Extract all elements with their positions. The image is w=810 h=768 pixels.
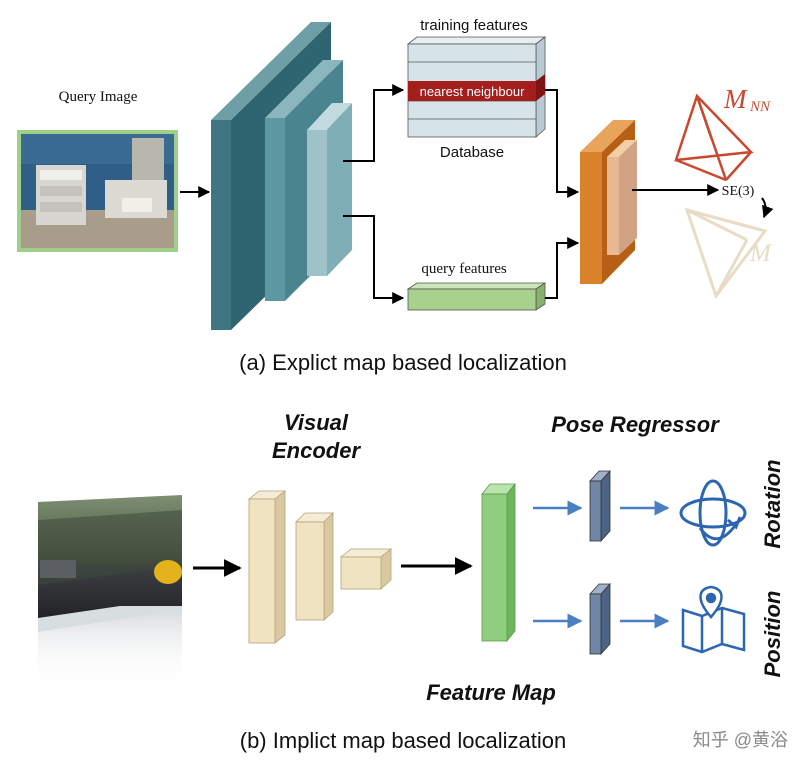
pose-top-label: M bbox=[723, 84, 748, 114]
se3-label: SE(3) bbox=[722, 184, 755, 199]
nearest-neighbour-row bbox=[408, 81, 536, 101]
arrow-encoder-to-query-features bbox=[343, 215, 405, 304]
watermark: 知乎 @黄浴 bbox=[693, 730, 788, 750]
pose-top-sub-label: NN bbox=[749, 99, 771, 115]
rotation-label: Rotation bbox=[760, 459, 785, 548]
arrow-se3-to-pose bbox=[761, 197, 774, 219]
pose-top bbox=[674, 93, 754, 182]
query-image-label: Query Image bbox=[59, 89, 138, 105]
position-label: Position bbox=[760, 591, 785, 678]
pose-bottom-label: M bbox=[749, 240, 772, 267]
arrow-query-features-to-pose-net bbox=[545, 237, 580, 299]
teal-encoder bbox=[211, 22, 352, 330]
caption-b: (b) Implict map based localization bbox=[240, 728, 566, 753]
feature-map-label: Feature Map bbox=[426, 680, 556, 705]
arrow-database-to-pose-net bbox=[545, 89, 580, 198]
pose-net-blocks bbox=[580, 120, 637, 284]
pose-bottom bbox=[684, 207, 768, 300]
road-photo bbox=[38, 495, 182, 690]
map-pin-icon bbox=[681, 585, 746, 654]
query-features-bar bbox=[406, 282, 547, 311]
position-head bbox=[589, 582, 611, 656]
pose-regressor-label: Pose Regressor bbox=[551, 412, 720, 437]
caption-a: (a) Explict map based localization bbox=[239, 350, 567, 375]
beige-encoder bbox=[247, 490, 393, 644]
training-features-label: training features bbox=[420, 17, 528, 34]
database-stack: nearest neighbour bbox=[406, 36, 547, 138]
rotation-icon bbox=[679, 479, 747, 547]
part-b: Visual Encoder Feature Map Pose Regresso… bbox=[38, 410, 788, 753]
visual-encoder-label-1: Visual bbox=[284, 410, 349, 435]
nearest-neighbour-label: nearest neighbour bbox=[420, 84, 525, 99]
rotation-head bbox=[589, 469, 611, 543]
arrow-encoder-to-database bbox=[343, 84, 405, 162]
database-label: Database bbox=[440, 144, 504, 161]
part-a: Query Image bbox=[17, 17, 774, 375]
feature-map-block bbox=[481, 482, 516, 643]
visual-encoder-label-2: Encoder bbox=[272, 438, 361, 463]
query-features-label: query features bbox=[421, 261, 507, 277]
query-photo bbox=[17, 130, 178, 252]
